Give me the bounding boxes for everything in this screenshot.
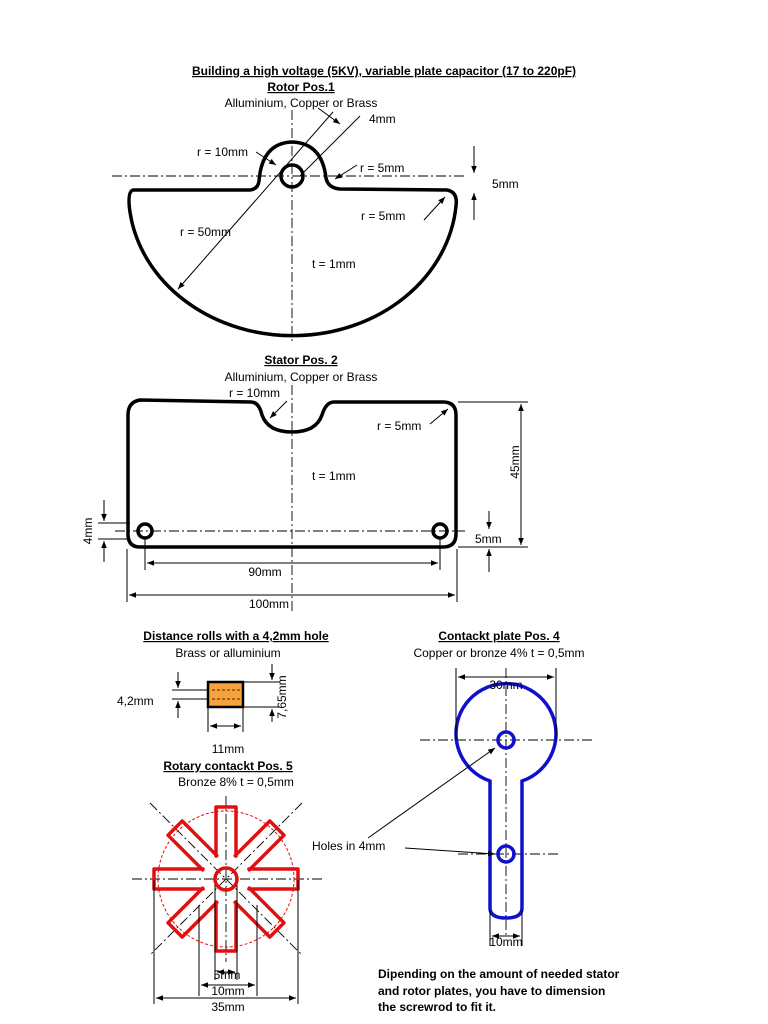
rolls-material: Brass or alluminium [175, 646, 280, 660]
rotary-outer-label: 35mm [211, 1000, 244, 1014]
rotary-inner-label: 10mm [211, 984, 244, 998]
stator-width-label: 100mm [249, 597, 289, 611]
rotor-material: Alluminium, Copper or Brass [225, 96, 378, 110]
rotary-contact-material: Bronze 8% t = 0,5mm [178, 775, 294, 789]
rotor-drawing: Rotor Pos.1 Alluminium, Copper or Brass … [112, 80, 519, 342]
contact-plate-diameter-label: 30mm [489, 678, 522, 692]
rotor-outline [127, 140, 459, 338]
rotor-corner-radius-label: r = 5mm [361, 209, 405, 223]
rotor-hole-leader [299, 115, 361, 177]
stator-material: Alluminium, Copper or Brass [225, 370, 378, 384]
contact-plate-drawing: Contackt plate Pos. 4 Copper or bronze 4… [413, 629, 595, 949]
contact-plate-arm-label: 10mm [489, 935, 522, 949]
footer-note: Dipending on the amount of needed stator… [378, 967, 620, 1014]
rotor-heading: Rotor Pos.1 [267, 80, 335, 94]
footer-note-line-2: and rotor plates, you have to dimension [378, 984, 605, 998]
roll-length-label: 11mm [212, 742, 244, 756]
contact-plate-heading: Contackt plate Pos. 4 [438, 629, 560, 643]
rotor-notch-radius-arrow [334, 164, 358, 180]
stator-height-label: 45mm [508, 445, 522, 478]
rotary-hole-label: 5mm [214, 968, 241, 982]
contact-plate-hole-top [496, 730, 516, 750]
rotary-pitch-circle [157, 810, 295, 948]
stator-hole-span-label: 90mm [248, 565, 281, 579]
distance-rolls-drawing: Distance rolls with a 4,2mm hole Brass o… [117, 629, 329, 756]
rotary-contact-drawing: Rotary contackt Pos. 5 Bronze 8% t = 0,5… [132, 759, 322, 1014]
holes-note: Holes in 4mm [312, 839, 385, 853]
rotor-hole-arrow [317, 107, 341, 125]
page-title: Building a high voltage (5KV), variable … [192, 64, 576, 78]
rotor-offset-label: 5mm [492, 177, 519, 191]
rotor-thickness-label: t = 1mm [312, 257, 356, 271]
stator-hole-bottom-label: 5mm [475, 532, 502, 546]
stator-thickness-label: t = 1mm [312, 469, 356, 483]
rotary-center-hole [213, 866, 239, 892]
rotor-hole-label: 4mm [369, 112, 396, 126]
rotor-plate-radius-label: r = 50mm [180, 225, 231, 239]
rotor-hub-radius-label: r = 10mm [197, 145, 248, 159]
footer-note-line-3: the screwrod to fit it. [378, 1000, 496, 1014]
rotary-contact-heading: Rotary contackt Pos. 5 [163, 759, 293, 773]
rotary-contact-outline [152, 805, 300, 953]
rotor-hub-radius-arrow [255, 151, 277, 166]
roll-outer-label: 7,65mm [275, 675, 289, 718]
stator-hole-left-label: 4mm [81, 518, 95, 545]
rotor-radius-dimension [177, 111, 334, 290]
roll-body [206, 680, 245, 709]
rotor-corner-radius-arrow [423, 196, 446, 221]
holes-note-arrow-top [367, 747, 496, 839]
rotor-shaft-hole [279, 163, 305, 189]
rolls-heading: Distance rolls with a 4,2mm hole [143, 629, 329, 643]
roll-hole-label: 4,2mm [117, 694, 154, 708]
stator-drawing: Stator Pos. 2 Alluminium, Copper or Bras… [81, 353, 528, 612]
stator-corner-radius-arrow [429, 408, 449, 425]
stator-heading: Stator Pos. 2 [264, 353, 338, 367]
stator-corner-radius-label: r = 5mm [377, 419, 421, 433]
rotor-notch-radius-label: r = 5mm [360, 161, 404, 175]
stator-outline [126, 398, 458, 549]
stator-cut-radius-label: r = 10mm [229, 386, 280, 400]
footer-note-line-1: Dipending on the amount of needed stator [378, 967, 620, 981]
contact-plate-material: Copper or bronze 4% t = 0,5mm [413, 646, 584, 660]
contact-plate-hole-bottom [496, 844, 516, 864]
holes-note-arrow-bottom [404, 847, 496, 857]
stator-cut-radius-arrow [269, 400, 288, 419]
